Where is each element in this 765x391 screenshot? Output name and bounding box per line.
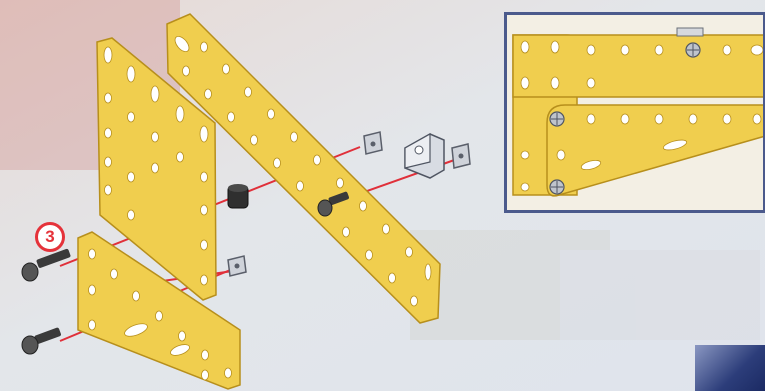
page-corner-decoration (695, 345, 765, 391)
inset-plate-top (513, 28, 765, 97)
inset-bracket (677, 28, 703, 36)
nut (228, 256, 246, 276)
step-number-badge: 3 (35, 222, 65, 252)
nut (452, 144, 470, 168)
collar (228, 184, 248, 208)
assembled-plates-illustration (507, 15, 765, 213)
assembly-detail-inset (504, 12, 765, 213)
nut (364, 132, 382, 154)
